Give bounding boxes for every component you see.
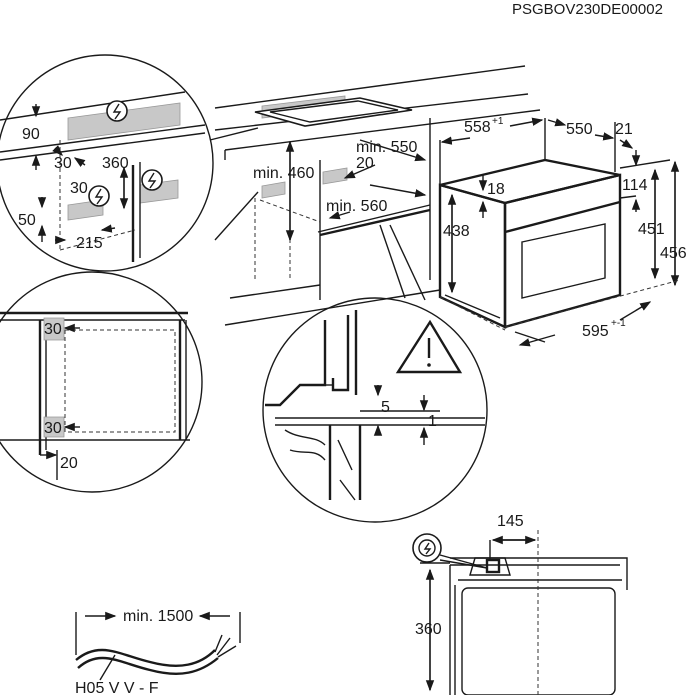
label-18: 18 xyxy=(487,181,505,198)
label-50: 50 xyxy=(18,212,36,229)
detail-gap: 5 1 xyxy=(262,224,488,523)
label-5: 5 xyxy=(381,399,390,416)
label-456: 456 xyxy=(660,245,687,262)
label-558: 558 xyxy=(464,119,491,136)
warning-icon xyxy=(395,319,463,374)
electrical-hazard-icon xyxy=(106,100,128,122)
label-30: 30 xyxy=(70,180,88,197)
label-21: 21 xyxy=(615,121,633,138)
label-558-tolerance: +1 xyxy=(492,116,504,127)
label-30: 30 xyxy=(54,155,72,172)
electrical-hazard-icon xyxy=(412,533,442,563)
label-550: 550 xyxy=(566,121,593,138)
label-min-560: min. 560 xyxy=(326,198,387,215)
label-451: 451 xyxy=(638,221,665,238)
label-215: 215 xyxy=(76,235,103,252)
detail-electrical-position: 90 30 360 30 50 215 xyxy=(0,54,214,272)
label-30-top: 30 xyxy=(44,321,62,338)
label-595-tolerance: +-1 xyxy=(611,318,626,329)
label-min-460: min. 460 xyxy=(253,165,314,182)
electrical-hazard-icon xyxy=(88,185,110,207)
label-min-550: min. 550 xyxy=(356,139,417,156)
cable-spec: min. 1500 H05 V V - F xyxy=(75,608,241,695)
electrical-hazard-icon xyxy=(141,169,163,191)
oven-drawing: 558 +1 550 21 18 114 438 451 456 595 +-1 xyxy=(438,116,687,347)
label-cable-type: H05 V V - F xyxy=(75,680,159,695)
label-145: 145 xyxy=(497,513,524,530)
label-30-bottom: 30 xyxy=(44,420,62,437)
label-1: 1 xyxy=(428,413,437,430)
label-114: 114 xyxy=(622,177,648,194)
label-20: 20 xyxy=(60,455,78,472)
label-cable-length: min. 1500 xyxy=(123,608,193,625)
label-438: 438 xyxy=(443,223,470,240)
label-595: 595 xyxy=(582,323,609,340)
label-90: 90 xyxy=(22,126,40,143)
connection-position: 145 360 xyxy=(412,513,628,695)
label-20: 20 xyxy=(356,155,374,172)
detail-side-clearance: 30 30 20 xyxy=(0,271,203,493)
label-360: 360 xyxy=(415,621,442,638)
label-360: 360 xyxy=(102,155,129,172)
document-code: PSGBOV230DE00002 xyxy=(512,1,663,18)
